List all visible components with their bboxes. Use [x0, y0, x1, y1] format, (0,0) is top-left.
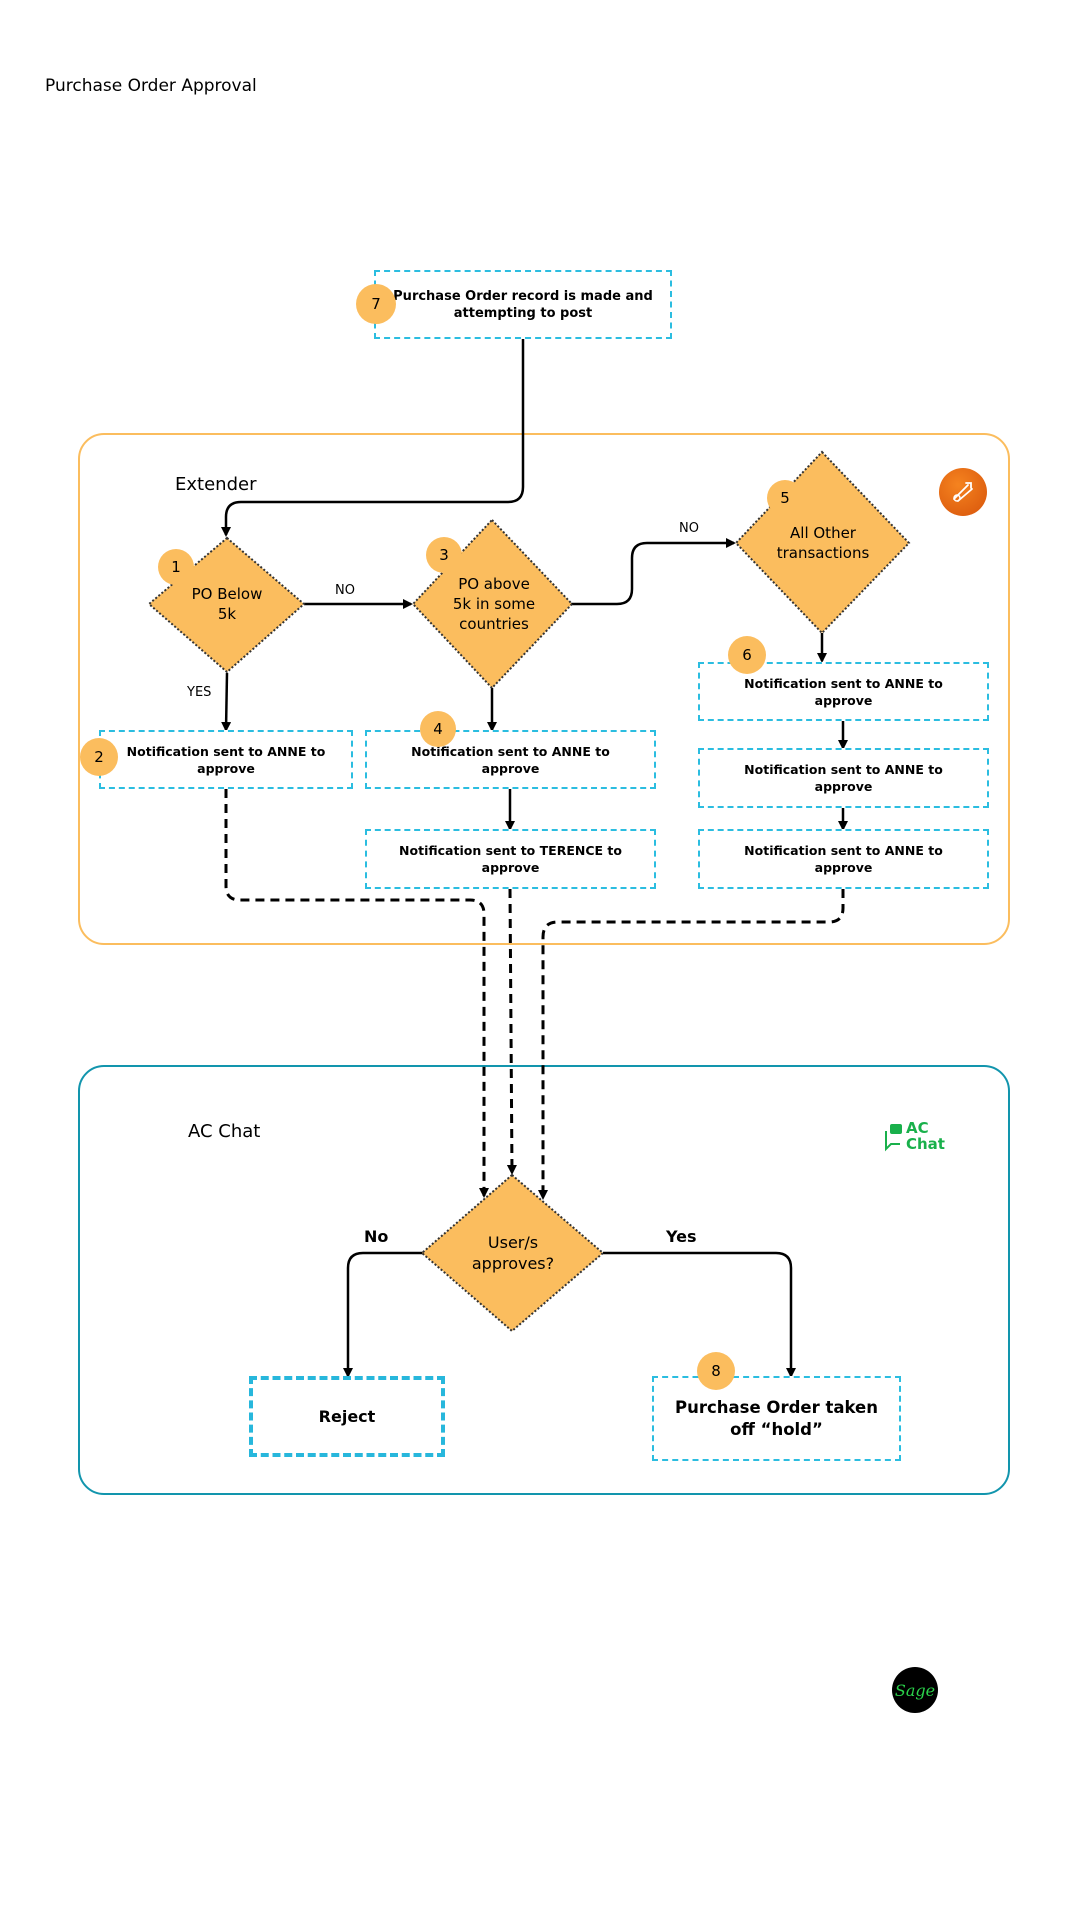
ac-chat-logo-text-2: Chat [906, 1135, 945, 1153]
edge-box2-to-decision [224, 789, 489, 1198]
box-4-terence: Notification sent to TERENCE to approve [365, 829, 656, 889]
step-badge-7: 7 [356, 284, 396, 324]
step-badge-4: 4 [420, 711, 456, 747]
sage-logo: Sage [892, 1667, 938, 1713]
edge-label-no-2: NO [679, 521, 699, 536]
d3-text: PO above 5k in some countries [452, 575, 536, 633]
step-badge-5: 5 [767, 480, 803, 516]
d3-label: PO above 5k in some countries [453, 574, 535, 634]
box-6-anne-2: Notification sent to ANNE to approve [698, 748, 989, 808]
decision-text: User/s approves? [471, 1233, 555, 1273]
d1-label: PO Below 5k [192, 584, 263, 624]
step-badge-8: 8 [697, 1352, 735, 1390]
approved-box: Purchase Order taken off “hold” [652, 1376, 901, 1461]
chat-bubble-icon [885, 1124, 902, 1152]
edge-start-to-d1 [221, 338, 525, 537]
extender-logo-icon [939, 468, 987, 516]
ac-chat-logo: AC Chat [884, 1121, 954, 1155]
decision-diamond-approval [420, 1173, 605, 1333]
edge-decision-yes [603, 1251, 796, 1378]
step-badge-3: 3 [426, 537, 462, 573]
start-box: Purchase Order record is made and attemp… [374, 270, 672, 339]
edge-box4b-to-decision [506, 888, 517, 1175]
extender-label: Extender [175, 474, 257, 495]
extender-container [78, 433, 1010, 945]
step-badge-6: 6 [728, 636, 766, 674]
step-badge-2: 2 [80, 738, 118, 776]
edge-label-yes-final: Yes [666, 1227, 697, 1246]
edge-label-yes: YES [187, 685, 212, 700]
tools-icon [953, 482, 973, 502]
edge-label-no-1: NO [335, 583, 355, 598]
ac-chat-label: AC Chat [188, 1121, 261, 1142]
reject-box: Reject [249, 1376, 445, 1457]
step-badge-1: 1 [158, 549, 194, 585]
box-4-anne: Notification sent to ANNE to approve [365, 730, 656, 789]
box-6-anne-3: Notification sent to ANNE to approve [698, 829, 989, 889]
page-title: Purchase Order Approval [45, 76, 257, 96]
edge-d1-to-box2 [221, 672, 232, 732]
d5-text: All Other transactions [776, 524, 870, 562]
box-2-anne: Notification sent to ANNE to approve [99, 730, 353, 789]
edge-box6c-to-decision [538, 889, 845, 1200]
d5-label: All Other transactions [777, 523, 870, 563]
edge-label-no-final: No [364, 1227, 389, 1246]
edge-d3-to-d5 [571, 538, 736, 606]
decision-label: User/s approves? [472, 1232, 554, 1274]
edge-decision-no [343, 1251, 423, 1378]
ac-chat-logo-text-1: AC [906, 1119, 929, 1137]
d1-text: PO Below 5k [191, 585, 263, 623]
